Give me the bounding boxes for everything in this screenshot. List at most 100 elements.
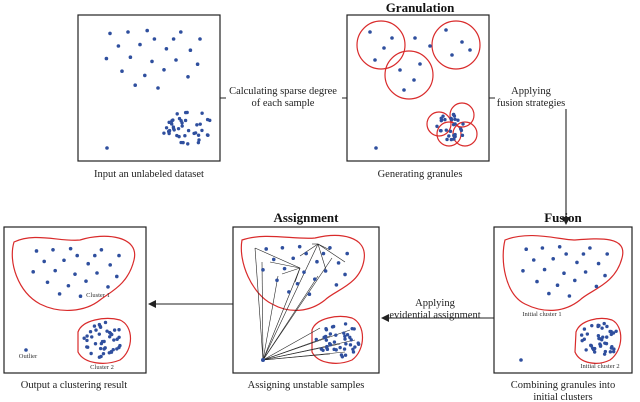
sample-point [460, 40, 464, 44]
sample-point [280, 246, 285, 250]
sample-point [343, 272, 347, 277]
sample-point [338, 345, 342, 350]
sample-point [133, 83, 137, 87]
sample-point [85, 345, 90, 349]
sample-point [106, 285, 110, 289]
cluster-1-boundary [11, 235, 136, 311]
sample-point [34, 249, 39, 253]
sample-point [451, 112, 456, 117]
sample-point [447, 134, 451, 138]
sample-point [413, 36, 417, 40]
sample-point [592, 350, 597, 354]
fusion-panel-frame [493, 226, 633, 374]
sample-point [177, 134, 181, 139]
sample-point [167, 128, 172, 133]
sample-point [325, 344, 329, 349]
sample-point [183, 110, 188, 115]
sample-point [105, 329, 109, 333]
initial-cluster-2-label: Initial cluster 2 [580, 363, 619, 370]
sample-point [186, 75, 190, 79]
sample-point [291, 256, 296, 261]
sample-point [302, 270, 306, 274]
sample-point [42, 259, 46, 264]
sample-point [174, 58, 178, 62]
sample-point [452, 137, 456, 141]
sample-point [97, 332, 102, 336]
sample-point [150, 59, 154, 64]
sample-point [117, 328, 121, 332]
sample-point [188, 48, 193, 52]
sample-point [540, 246, 545, 250]
granulation-caption: Generating granules [378, 169, 463, 180]
sample-point [90, 335, 94, 339]
sample-point [356, 342, 361, 346]
assignment-caption: Assigning unstable samples [248, 380, 365, 391]
arrow-evidential: Applying evidential assignment [381, 298, 494, 322]
sample-point [264, 247, 269, 251]
assignment-link [317, 243, 327, 271]
sample-point [287, 290, 291, 294]
cluster-2-boundary [77, 317, 132, 364]
sample-point [535, 279, 539, 284]
sample-point [344, 342, 348, 346]
granule-circle [431, 20, 481, 70]
sample-point [596, 261, 601, 266]
arrow-evidential-label-1: Applying [415, 298, 455, 309]
fusion-panel: Fusion Initial cluster 1 Initial cluster… [493, 210, 633, 402]
sample-point [164, 47, 169, 51]
granule-circles [356, 20, 481, 147]
granulation-heading: Granulation [386, 0, 455, 15]
sample-point [181, 140, 185, 145]
sample-point [353, 345, 357, 349]
sample-point [605, 252, 609, 256]
sample-point [343, 322, 348, 326]
sample-point [103, 320, 108, 325]
sample-point [445, 137, 449, 142]
sample-point [104, 56, 109, 61]
assignment-link [299, 243, 319, 257]
sample-point [110, 332, 114, 337]
sample-point [62, 258, 66, 263]
sample-point [328, 246, 332, 250]
sample-point [51, 248, 55, 252]
sample-point [261, 268, 265, 272]
sample-point [177, 116, 182, 121]
sample-point [590, 346, 595, 351]
granule-circle [436, 121, 462, 147]
assignment-link [261, 261, 264, 361]
sample-point [402, 88, 406, 92]
sample-point [183, 118, 188, 123]
sample-point [85, 334, 89, 338]
sample-point [418, 62, 422, 66]
output-caption: Output a clustering result [21, 380, 128, 391]
sample-point [126, 30, 130, 34]
sample-point [98, 325, 103, 329]
sample-point [179, 30, 183, 34]
sample-point [343, 337, 347, 341]
sample-point [176, 126, 181, 131]
initial-cluster-1-label: Initial cluster 1 [522, 311, 561, 318]
sample-point [156, 86, 160, 90]
sample-point [602, 352, 607, 356]
input-panel-frame [77, 14, 221, 162]
sample-point [85, 338, 89, 343]
sample-point [275, 278, 279, 283]
sample-point [108, 263, 112, 267]
sample-point [334, 283, 339, 287]
output-points [24, 246, 122, 359]
sample-point [349, 338, 353, 342]
sample-point [196, 140, 201, 145]
sample-point [196, 133, 201, 137]
sample-point [567, 294, 572, 298]
sample-point [547, 291, 551, 296]
sample-point [324, 338, 329, 342]
sample-point [171, 37, 176, 41]
sample-point [117, 253, 121, 258]
sample-point [557, 245, 562, 249]
fusion-caption-line2: initial clusters [533, 392, 592, 402]
sample-point [342, 331, 346, 335]
sample-point [597, 336, 602, 341]
sample-point [304, 251, 308, 256]
sample-point [332, 340, 337, 344]
sample-point [340, 355, 345, 359]
